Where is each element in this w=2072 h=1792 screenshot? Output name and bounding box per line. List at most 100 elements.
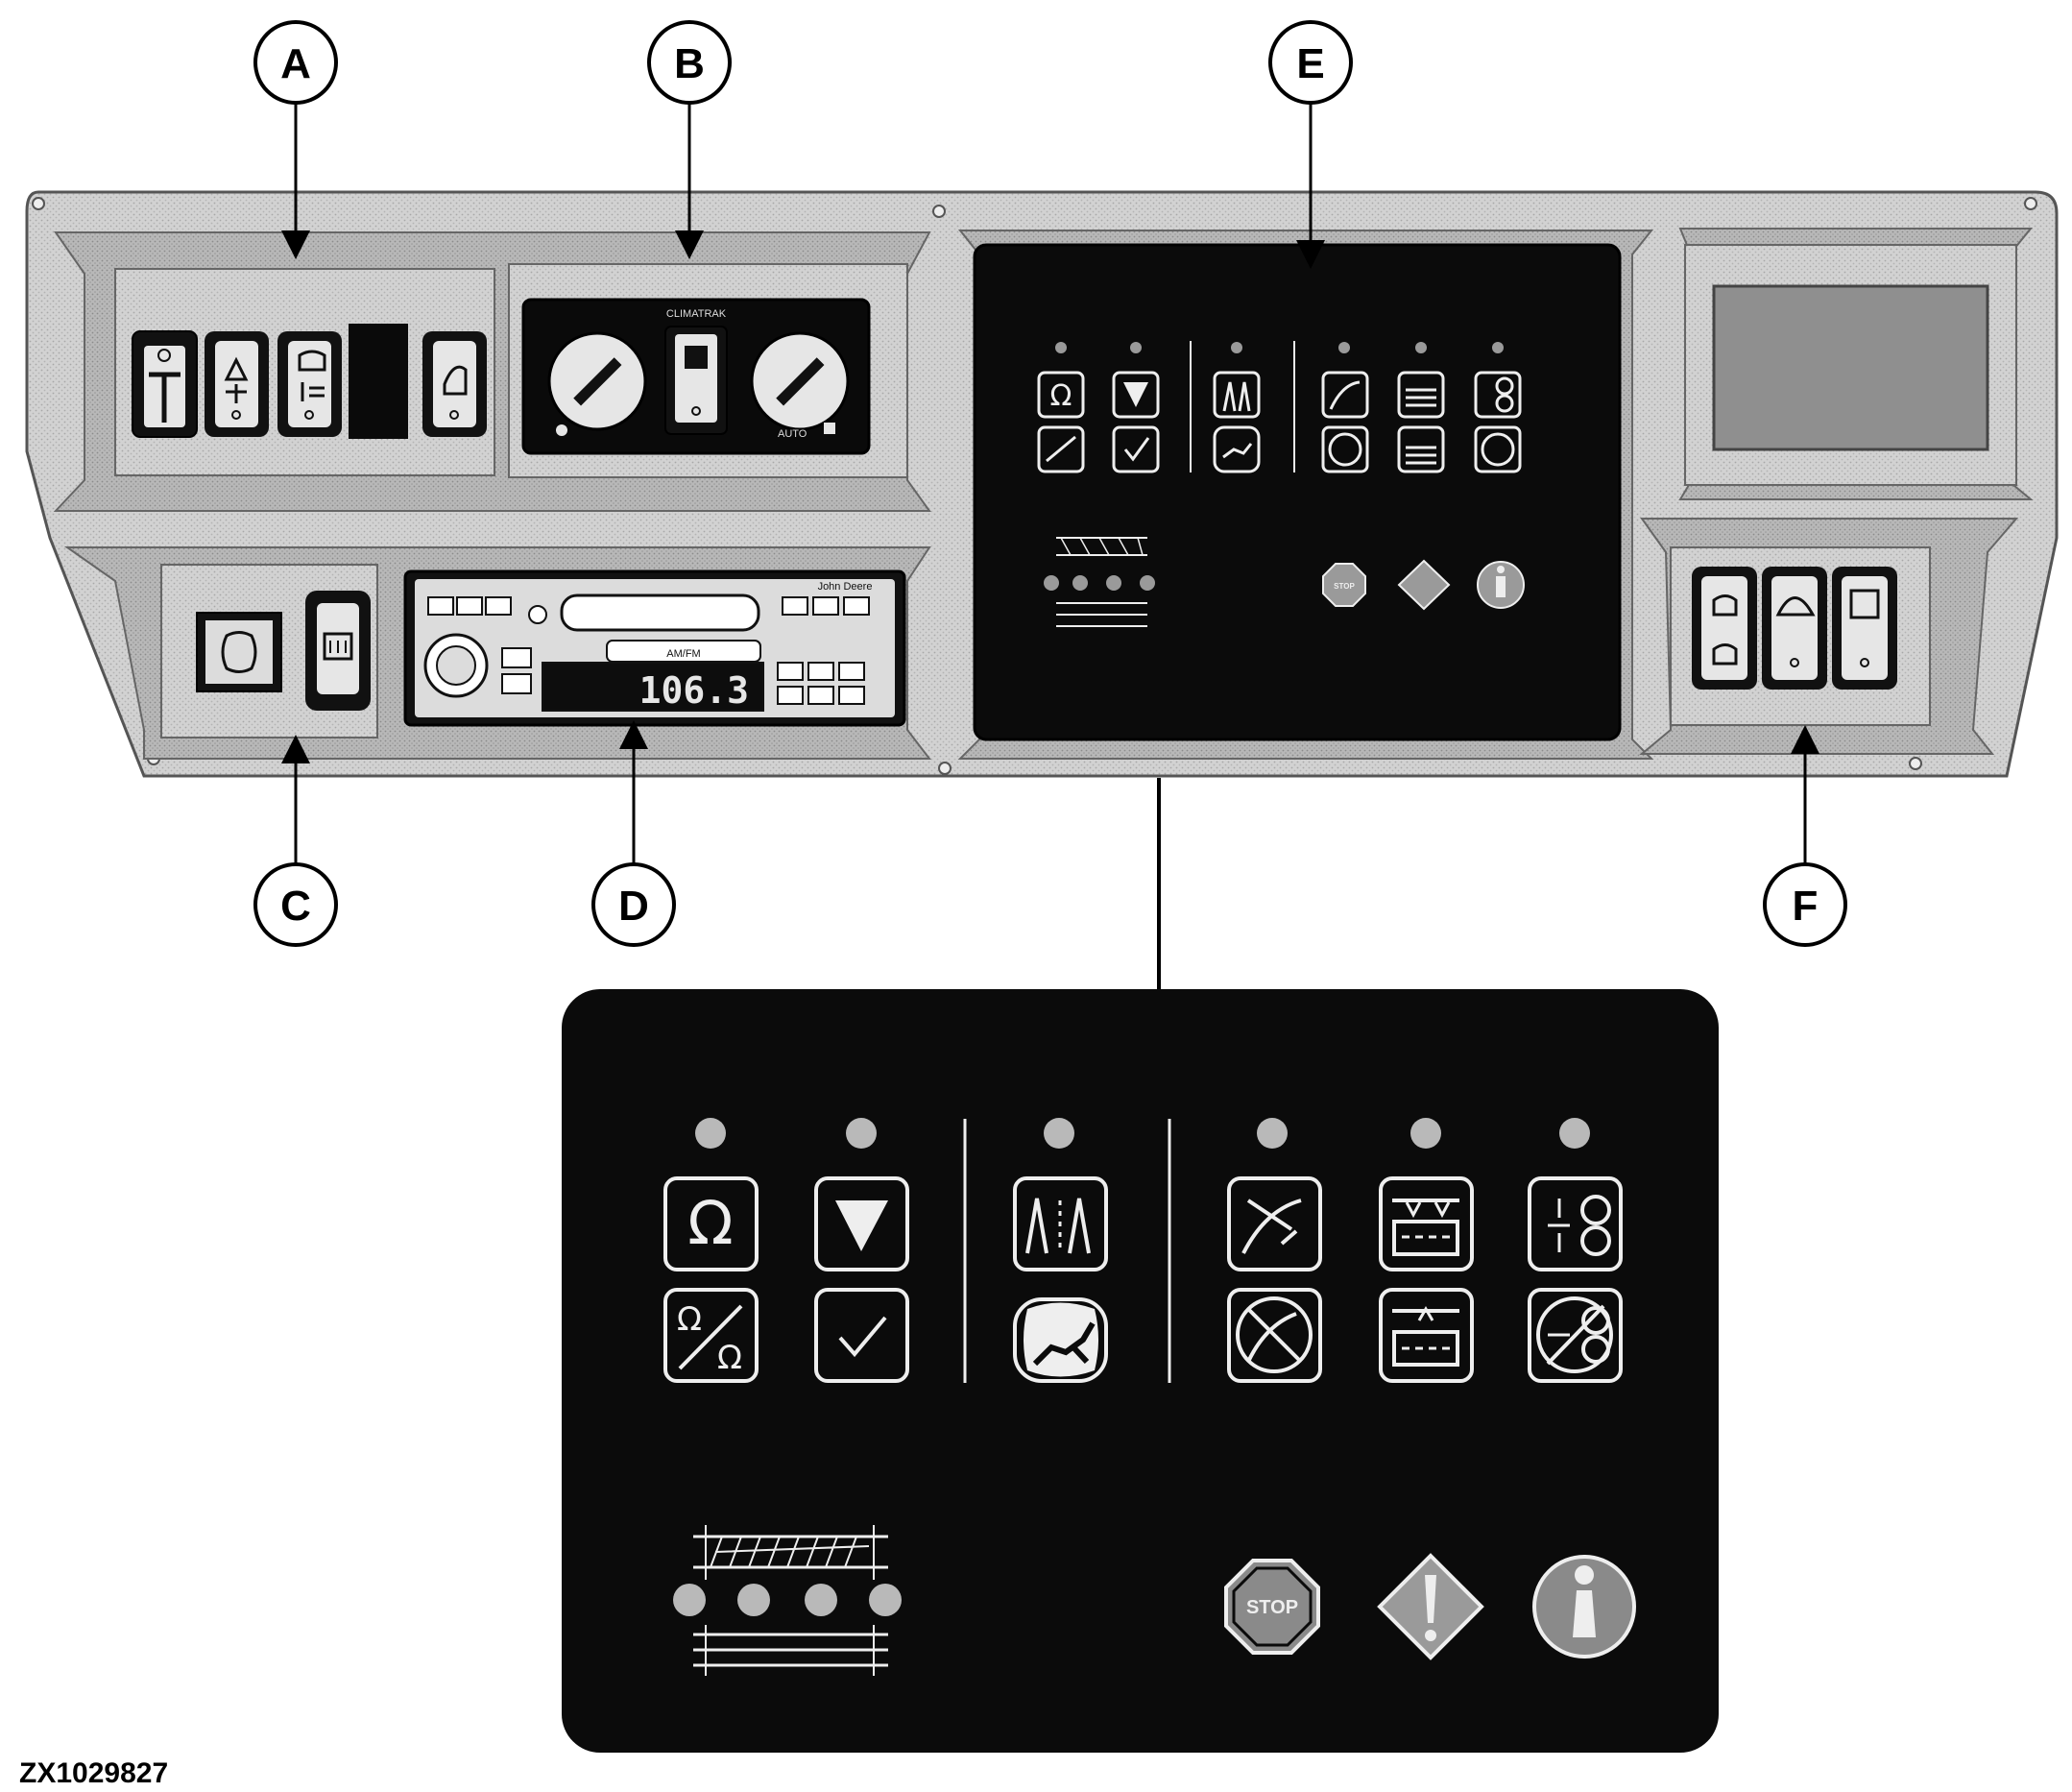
indicator-led	[846, 1118, 877, 1149]
hood-raise-button[interactable]	[1227, 1176, 1322, 1271]
callout-a: A	[253, 20, 338, 259]
snowflake-icon	[824, 423, 835, 434]
seek-button[interactable]	[838, 686, 865, 705]
deer-logo-icon	[1024, 1302, 1098, 1377]
climatrak-title: CLIMATRAK	[666, 308, 727, 320]
radio-frequency: 106.3	[639, 669, 749, 712]
monitor-module-enlarged: Ω	[562, 989, 1719, 1753]
preset-button[interactable]	[427, 596, 454, 616]
preset-button[interactable]	[456, 596, 483, 616]
road-light-switch[interactable]	[1692, 567, 1757, 690]
deer-logo-icon	[1222, 443, 1253, 459]
callout-b: B	[647, 20, 732, 259]
work-light-switch[interactable]	[422, 331, 487, 437]
wiper-switch[interactable]	[1762, 567, 1827, 690]
preset-button[interactable]	[782, 596, 808, 616]
callout-e-label: E	[1296, 40, 1324, 87]
rotor-spacing-icon	[1495, 376, 1514, 396]
callout-e: E	[1268, 20, 1353, 269]
rotor-button-small[interactable]	[1474, 371, 1522, 419]
callout-d: D	[591, 720, 676, 947]
switch-group-a	[132, 324, 487, 439]
row-sensor-led	[673, 1584, 706, 1616]
hazard-switch[interactable]	[205, 331, 269, 437]
fan-knob[interactable]	[750, 331, 850, 431]
info-icon-small	[1477, 561, 1525, 609]
mode-button[interactable]	[501, 647, 532, 668]
seek-button[interactable]	[807, 686, 834, 705]
seek-button[interactable]	[777, 686, 804, 705]
hood-tilt-icon	[1241, 1199, 1302, 1254]
converge-button[interactable]	[1013, 1176, 1108, 1271]
mirror-adjust-button[interactable]	[196, 612, 282, 692]
preset-button[interactable]	[485, 596, 512, 616]
converge-button-small[interactable]	[1213, 371, 1261, 419]
sieve-icon	[1406, 388, 1436, 407]
radio-brand: John Deere	[818, 581, 873, 593]
row-sensor-led	[869, 1584, 902, 1616]
omega-ratio-button[interactable]: Ω Ω	[663, 1288, 759, 1383]
indicator-led	[1410, 1118, 1441, 1149]
hood-lower-button[interactable]	[1227, 1288, 1322, 1383]
warning-diamond-icon-small	[1397, 559, 1451, 611]
hood-off-button-small[interactable]	[1321, 425, 1369, 473]
field-pattern-icon	[1044, 537, 1155, 627]
triangle-down-icon	[1123, 382, 1148, 407]
sieve-button-small[interactable]	[1397, 371, 1445, 419]
mirror-icon	[221, 631, 257, 673]
sieve-open-button[interactable]	[1379, 1288, 1474, 1383]
stop-label-small: STOP	[1334, 582, 1355, 591]
control-group-c	[196, 591, 371, 711]
warning-diamond-icon	[1377, 1553, 1484, 1660]
temperature-knob[interactable]	[547, 331, 647, 431]
defrost-icon	[323, 632, 353, 661]
seek-button[interactable]	[777, 662, 804, 681]
seek-button[interactable]	[838, 662, 865, 681]
sieve-open-button-small[interactable]	[1397, 425, 1445, 473]
auto-label: AUTO	[778, 428, 807, 440]
info-icon	[1532, 1555, 1636, 1659]
callout-f: F	[1763, 725, 1847, 947]
down-button-small[interactable]	[1112, 371, 1160, 419]
triangle-down-icon	[835, 1200, 888, 1251]
ac-switch[interactable]	[664, 326, 728, 435]
converge-arrows-icon	[1025, 1198, 1091, 1254]
confirm-button-small[interactable]	[1112, 425, 1160, 473]
converge-arrows-icon	[1222, 381, 1251, 412]
indicator-led	[1559, 1118, 1590, 1149]
callout-c: C	[253, 735, 338, 947]
switch-group-f	[1692, 567, 1897, 690]
callouts: A B E C D F	[253, 20, 1847, 989]
hood-button-small[interactable]	[1321, 371, 1369, 419]
callout-c-label: C	[280, 883, 311, 930]
down-button[interactable]	[814, 1176, 909, 1271]
deere-button[interactable]	[1013, 1297, 1108, 1383]
preset-button[interactable]	[812, 596, 839, 616]
hood-tilt-icon	[1329, 380, 1361, 410]
preset-button[interactable]	[843, 596, 870, 616]
confirm-button[interactable]	[814, 1288, 909, 1383]
omega-ratio-button-small[interactable]	[1037, 425, 1085, 473]
omega-button-small[interactable]	[1037, 371, 1085, 419]
seek-button[interactable]	[807, 662, 834, 681]
indicator-led	[1044, 1118, 1074, 1149]
tape-slot	[560, 593, 760, 632]
wiper-icon	[1775, 596, 1816, 617]
rear-defrost-switch[interactable]	[305, 591, 371, 711]
rotor-spacing-icon	[1548, 1195, 1611, 1256]
rotor-close-button[interactable]	[1528, 1176, 1623, 1271]
volume-knob[interactable]	[423, 633, 489, 698]
rear-wiper-switch[interactable]	[1832, 567, 1897, 690]
mode-button[interactable]	[501, 673, 532, 694]
omega-icon: Ω	[1050, 379, 1072, 413]
omega-button[interactable]: Ω	[663, 1176, 759, 1271]
omega-icon: Ω	[687, 1188, 733, 1258]
sieve-close-button[interactable]	[1379, 1176, 1474, 1271]
rotor-open-button[interactable]	[1528, 1288, 1623, 1383]
figure-code: ZX1029827	[19, 1757, 168, 1789]
light-switch[interactable]	[277, 331, 342, 437]
deere-button-small[interactable]	[1213, 425, 1261, 473]
check-icon	[838, 1316, 887, 1358]
stop-sign-icon: STOP	[1224, 1559, 1320, 1655]
rotor-off-button-small[interactable]	[1474, 425, 1522, 473]
